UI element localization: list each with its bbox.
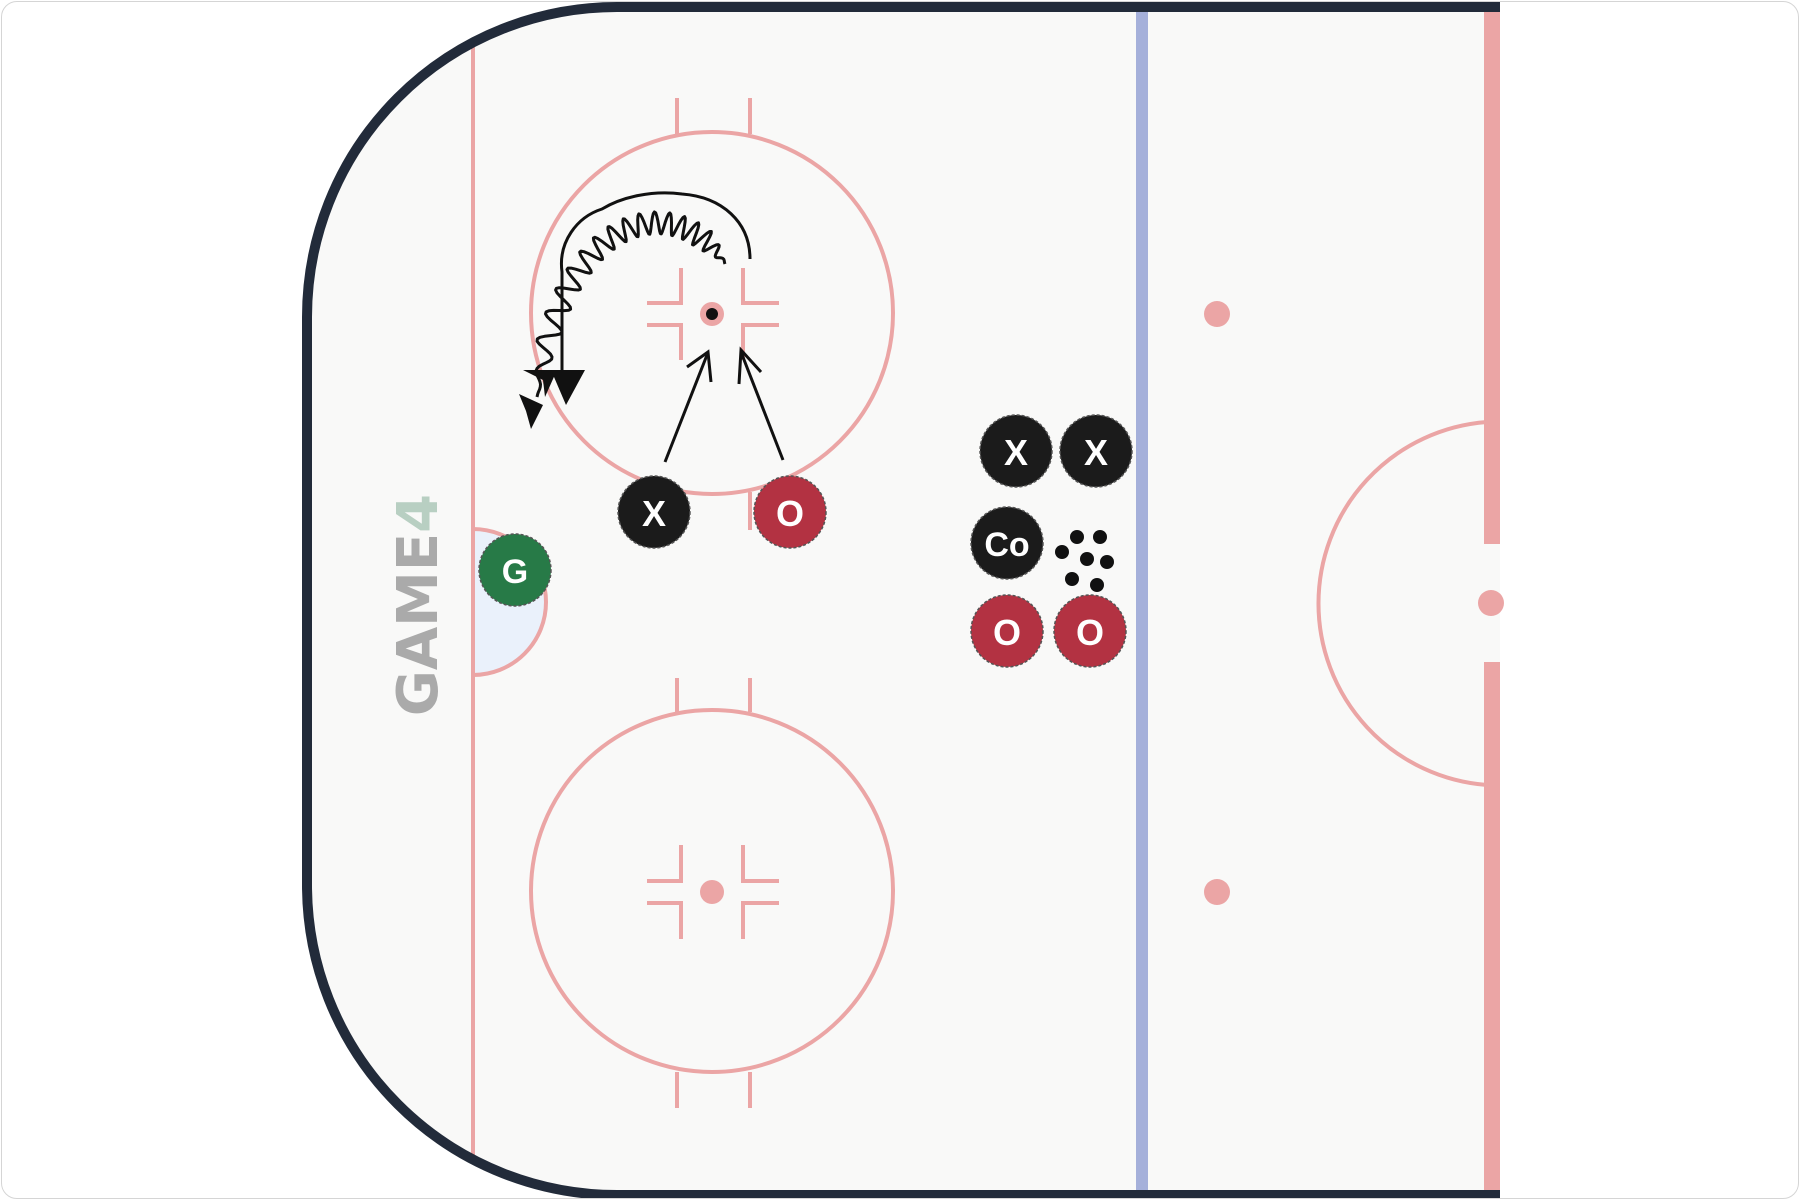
goalie-label: G <box>502 553 528 591</box>
svg-text:GAME4: GAME4 <box>386 494 451 716</box>
skate-with-puck-arrow-icon <box>519 210 727 429</box>
blue-line <box>1136 7 1148 1195</box>
center-circle <box>1316 420 1488 787</box>
neutral-zone-dot-lower <box>1204 879 1230 905</box>
rink-boards <box>302 2 1500 1198</box>
faceoff-dot-marker <box>706 308 718 320</box>
skate-arrow-icon <box>663 346 785 463</box>
queue-o-token-2[interactable]: O <box>1053 594 1127 668</box>
defender-label: O <box>776 493 804 534</box>
attacker-token[interactable]: X <box>617 475 691 549</box>
coach-label: Co <box>984 526 1029 564</box>
goalie-token[interactable]: G <box>478 533 552 607</box>
skate-path-arrow-icon <box>551 191 752 405</box>
queue-o-label-2: O <box>1076 612 1104 653</box>
logo-word: GAME <box>386 533 451 716</box>
queue-x-token-1[interactable]: X <box>979 414 1053 488</box>
puck-pile-icon <box>1055 530 1114 592</box>
queue-o-label-1: O <box>993 612 1021 653</box>
center-red-line-top <box>1484 7 1500 544</box>
game4-logo: GAME4 <box>386 494 451 716</box>
attacker-label: X <box>642 493 666 534</box>
neutral-zone-dot-upper <box>1204 301 1230 327</box>
defender-token[interactable]: O <box>753 475 827 549</box>
faceoff-circle-lower <box>529 678 895 1108</box>
queue-x-label-2: X <box>1084 432 1108 473</box>
center-red-line-bottom <box>1484 662 1500 1195</box>
logo-digit: 4 <box>386 494 451 533</box>
center-faceoff-dot <box>1478 590 1504 616</box>
queue-x-token-2[interactable]: X <box>1059 414 1133 488</box>
rink-surface <box>307 7 1500 1195</box>
queue-o-token-1[interactable]: O <box>970 594 1044 668</box>
coach-token[interactable]: Co <box>970 506 1044 580</box>
queue-x-label-1: X <box>1004 432 1028 473</box>
